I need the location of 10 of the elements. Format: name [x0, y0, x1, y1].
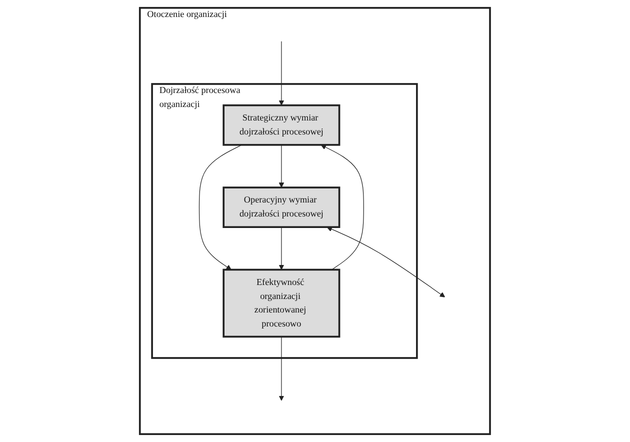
node-box: Strategiczny wymiar dojrzałości procesowej	[222, 104, 340, 146]
arrow	[278, 336, 284, 401]
node-box: Efektywność organizacji zorientowanej procesowo	[222, 268, 340, 338]
arrow	[278, 41, 284, 106]
node-box: Operacyjny wymiar dojrzałości procesowej	[222, 186, 340, 228]
arrow	[278, 144, 284, 188]
arrow	[278, 226, 284, 270]
arrow	[320, 144, 364, 270]
arrow	[199, 144, 242, 270]
arrow	[326, 226, 446, 298]
